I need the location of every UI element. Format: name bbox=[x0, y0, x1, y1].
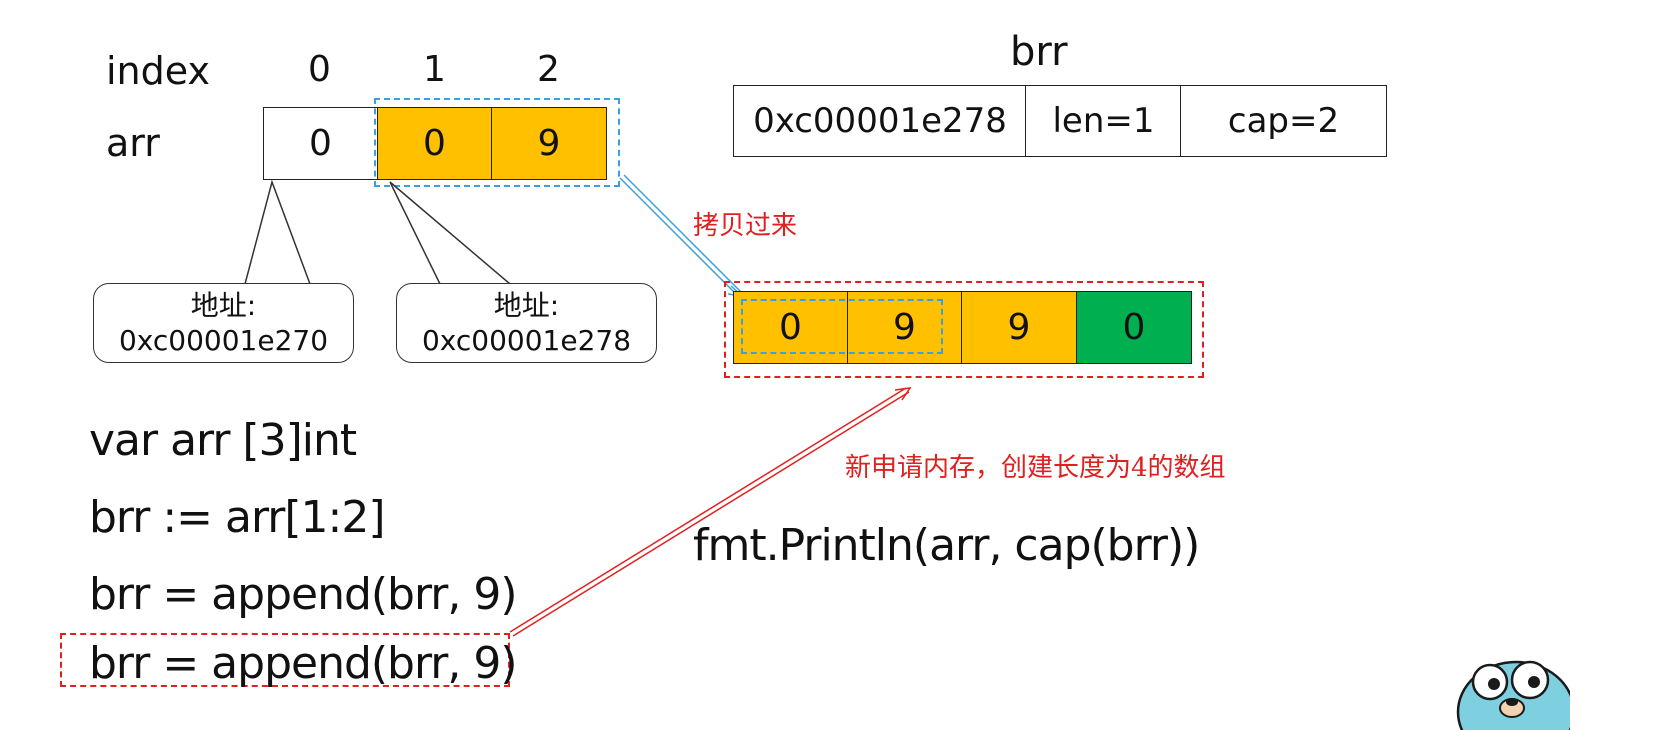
arr-cell-1: 0 bbox=[377, 107, 492, 180]
callout-address-arr: 地址: 0xc00001e270 bbox=[93, 283, 354, 363]
brr-title: brr bbox=[1010, 29, 1068, 75]
arr-slice-highlight bbox=[374, 98, 620, 187]
arr-cell-2: 9 bbox=[491, 107, 607, 180]
code-line-3: brr = append(brr, 9) bbox=[89, 569, 518, 620]
callout-2-title: 地址: bbox=[493, 289, 560, 322]
new-array-cell-3: 0 bbox=[1076, 291, 1192, 364]
brr-cap-cell: cap=2 bbox=[1180, 85, 1387, 157]
index-0: 0 bbox=[308, 49, 331, 90]
code-line-4: brr = append(brr, 9) bbox=[89, 638, 518, 689]
index-2: 2 bbox=[537, 49, 560, 90]
index-1: 1 bbox=[423, 49, 446, 90]
callout-1-addr: 0xc00001e270 bbox=[118, 324, 329, 357]
index-label: index bbox=[106, 49, 210, 93]
code-line-4-highlight bbox=[60, 633, 510, 687]
new-alloc-annotation: 新申请内存，创建长度为4的数组 bbox=[845, 453, 1226, 483]
callout-2-pointer bbox=[389, 181, 511, 285]
new-array-copied-highlight bbox=[741, 299, 943, 354]
copied-annotation: 拷贝过来 bbox=[693, 211, 798, 241]
callout-1-title: 地址: bbox=[190, 289, 257, 322]
arr-label: arr bbox=[106, 121, 160, 165]
new-array-cell-2: 9 bbox=[961, 291, 1077, 364]
brr-len-cell: len=1 bbox=[1025, 85, 1182, 157]
new-array-outline bbox=[724, 281, 1204, 378]
callout-2-addr: 0xc00001e278 bbox=[421, 324, 632, 357]
code-line-1: var arr [3]int bbox=[89, 415, 357, 466]
callout-1-pointer bbox=[244, 179, 311, 285]
gopher-mascot-icon bbox=[1456, 660, 1570, 730]
print-statement: fmt.Println(arr, cap(brr)) bbox=[693, 520, 1200, 571]
alloc-arrow bbox=[509, 387, 912, 637]
code-line-2: brr := arr[1:2] bbox=[89, 492, 386, 543]
brr-ptr-cell: 0xc00001e278 bbox=[733, 85, 1027, 157]
arr-cell-0: 0 bbox=[263, 107, 378, 180]
callout-address-brr: 地址: 0xc00001e278 bbox=[396, 283, 657, 363]
